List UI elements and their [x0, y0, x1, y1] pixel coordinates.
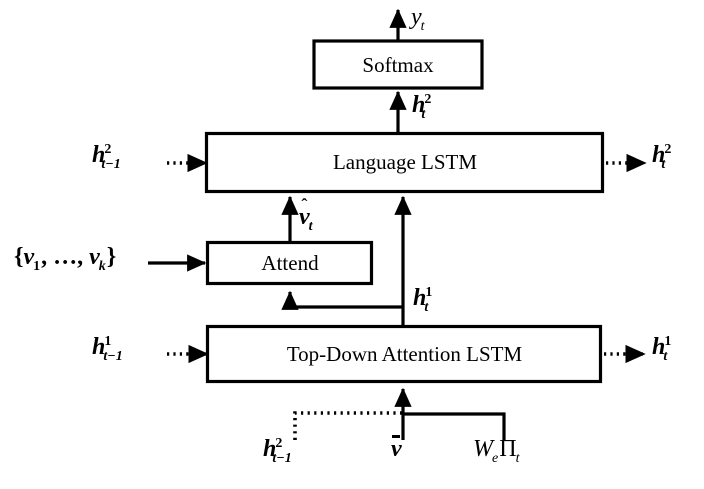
- h2prev-bottom-superscript: 2: [275, 436, 283, 451]
- we-subscript: e: [492, 451, 499, 466]
- box-attend: [205, 240, 374, 286]
- label-word-embedding: WeΠt: [473, 436, 520, 466]
- label-h1-prev-left: h1t−1: [92, 334, 132, 364]
- h1t-mid-subscript: t: [424, 300, 429, 315]
- box-top-down-lstm: [205, 324, 603, 384]
- vk-base: v: [89, 244, 100, 270]
- yt-subscript: t: [420, 19, 425, 34]
- label-h2-prev-bottom: h2t−1: [263, 436, 303, 466]
- h2prev-superscript: 2: [104, 142, 112, 157]
- h2t-top-superscript: 2: [424, 92, 432, 107]
- h2prev-subscript: t−1: [101, 157, 121, 172]
- label-h2t-right: h2t: [652, 142, 676, 172]
- h2t-top-base: h: [412, 92, 426, 118]
- h1t-right-subscript: t: [663, 349, 668, 364]
- box-softmax: [312, 39, 484, 90]
- h2t-right-subscript: t: [661, 157, 666, 172]
- h2prev-base: h: [92, 142, 106, 168]
- v-hat-base: v: [299, 204, 310, 230]
- arrow-h1t-feedback-to-attend: [281, 290, 403, 310]
- yt-base: y: [411, 4, 422, 30]
- we-base: W: [473, 436, 493, 462]
- h2t-right-base: h: [652, 142, 666, 168]
- label-h1t-mid: h1t: [413, 285, 437, 315]
- h2t-right-superscript: 2: [664, 142, 672, 157]
- connector-word-embedding-to-input: [403, 412, 506, 440]
- h1prev-subscript: t−1: [103, 349, 123, 364]
- pi-symbol: Π: [499, 436, 517, 462]
- set-open-brace: {: [14, 244, 24, 270]
- v-hat-wrapper: ̂v: [299, 205, 310, 229]
- pi-subscript: t: [515, 451, 520, 466]
- label-output-yt: yt: [411, 4, 426, 34]
- h1prev-base: h: [92, 334, 106, 360]
- label-h2t-top: h2t: [412, 92, 436, 122]
- set-close-brace: }: [106, 244, 117, 270]
- label-h2-prev-left: h2t−1: [92, 142, 132, 172]
- label-image-feature-set: {v1, …, vk}: [14, 244, 117, 274]
- v-hat-subscript: t: [308, 219, 313, 234]
- h1t-mid-superscript: 1: [425, 285, 433, 300]
- set-ellipsis: …: [53, 244, 78, 270]
- h2prev-bottom-subscript: t−1: [272, 451, 292, 466]
- vk-subscript: k: [98, 259, 106, 274]
- label-v-hat-t: ̂vt: [299, 205, 314, 234]
- h1t-right-superscript: 1: [664, 334, 672, 349]
- set-comma-1: ,: [41, 244, 54, 270]
- h1t-mid-base: h: [413, 285, 427, 311]
- v1-base: v: [23, 244, 35, 270]
- h1prev-superscript: 1: [104, 334, 112, 349]
- h2t-top-subscript: t: [421, 107, 426, 122]
- connector-h2-prev-to-input: [293, 411, 403, 440]
- set-comma-2: ,: [77, 244, 90, 270]
- h1t-right-base: h: [652, 334, 666, 360]
- label-v-bar: v: [391, 435, 402, 462]
- label-h1t-right: h1t: [652, 334, 676, 364]
- box-language-lstm: [204, 131, 605, 194]
- h2prev-bottom-base: h: [263, 436, 277, 462]
- overbar-accent-icon: [392, 435, 400, 438]
- v-bar-base: v: [391, 436, 402, 462]
- v-bar-wrapper: v: [391, 435, 402, 462]
- v1-subscript: 1: [33, 259, 41, 274]
